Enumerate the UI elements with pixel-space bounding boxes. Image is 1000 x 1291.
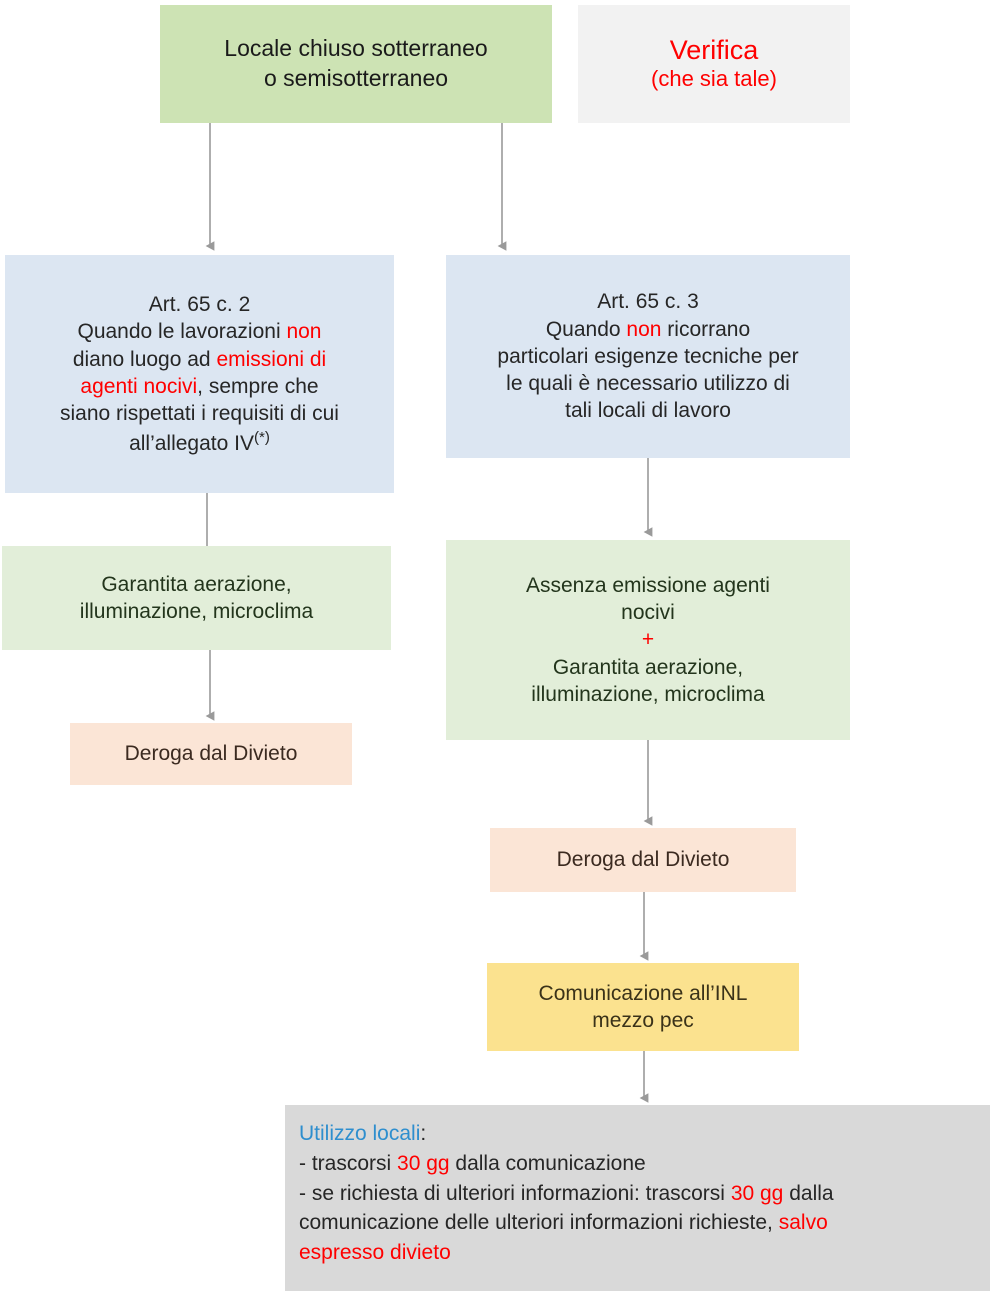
node-line: tali locali di lavoro [565, 399, 731, 423]
node-line: - se richiesta di ulteriori informazioni… [299, 1179, 978, 1209]
node-line: Deroga dal Divieto [556, 848, 730, 872]
text-fragment: comunicazione delle ulteriori informazio… [299, 1211, 779, 1235]
node-line: agenti nocivi, sempre che [80, 373, 318, 400]
node-line: o semisotterraneo [263, 65, 449, 91]
node-line: Locale chiuso sotterraneo [224, 35, 488, 62]
node-line: mezzo pec [592, 1009, 694, 1032]
text-fragment: : [420, 1122, 427, 1145]
text-highlight: 30 gg [397, 1151, 450, 1175]
node-locale-chiuso-sotterraneo: Locale chiuso sotterraneo o semisotterra… [160, 5, 552, 123]
node-art-65-c-2: Art. 65 c. 2 Quando le lavorazioni non d… [5, 255, 394, 493]
node-line: illuminazione, microclima [531, 682, 765, 706]
node-line: Comunicazione all’INL [538, 981, 748, 1005]
node-utilizzo-locali: Utilizzo locali: - trascorsi 30 gg dalla… [285, 1105, 990, 1291]
text-highlight: Utilizzo locali [299, 1122, 421, 1145]
node-comunicazione-inl: Comunicazione all’INL mezzo pec [487, 963, 799, 1051]
node-line: Quando le lavorazioni non [77, 318, 321, 345]
node-subtitle: (che sia tale) [651, 66, 777, 92]
text-highlight: salvo [778, 1211, 828, 1235]
node-garantita-aerazione-left: Garantita aerazione, illuminazione, micr… [2, 546, 391, 650]
footnote-marker: (*) [253, 428, 270, 446]
text-highlight: non [626, 317, 662, 341]
text-fragment: - trascorsi [299, 1151, 398, 1175]
node-line: espresso divieto [299, 1241, 451, 1265]
node-deroga-dal-divieto-left: Deroga dal Divieto [70, 723, 352, 785]
node-line: illuminazione, microclima [79, 600, 314, 623]
text-highlight: non [286, 320, 322, 344]
node-line: Assenza emissione agenti [526, 573, 770, 597]
text-fragment: - se richiesta di ulteriori informazioni… [299, 1181, 731, 1205]
node-title: Verifica [669, 35, 759, 66]
node-line: Deroga dal Divieto [124, 742, 298, 766]
node-line: siano rispettati i requisiti di cui [60, 402, 339, 426]
text-fragment: , sempre che [197, 375, 319, 398]
node-line: - trascorsi 30 gg dalla comunicazione [299, 1149, 978, 1179]
text-fragment: diano luogo ad [72, 347, 217, 371]
text-fragment: all’allegato IV [129, 431, 254, 455]
node-line: all’allegato IV(*) [129, 428, 270, 457]
node-heading: Art. 65 c. 3 [597, 290, 699, 314]
text-fragment: Quando [545, 317, 627, 341]
node-heading: Art. 65 c. 2 [148, 293, 251, 317]
text-fragment: dalla comunicazione [449, 1151, 646, 1175]
node-line: Garantita aerazione, [552, 655, 744, 679]
node-assenza-emissione-agenti-nocivi: Assenza emissione agenti nocivi + Garant… [446, 540, 850, 740]
text-fragment: ricorrano [661, 317, 751, 341]
plus-symbol: + [641, 628, 655, 652]
text-fragment: Quando le lavorazioni [77, 320, 287, 344]
text-highlight: 30 gg [730, 1181, 784, 1205]
node-verifica: Verifica (che sia tale) [578, 5, 850, 123]
node-art-65-c-3: Art. 65 c. 3 Quando non ricorrano partic… [446, 255, 850, 458]
node-line: diano luogo ad emissioni di [73, 346, 326, 373]
text-highlight: emissioni di [216, 347, 327, 371]
node-deroga-dal-divieto-right: Deroga dal Divieto [490, 828, 796, 892]
node-line: particolari esigenze tecniche per [497, 344, 799, 368]
text-fragment: dalla [783, 1181, 834, 1205]
node-line: comunicazione delle ulteriori informazio… [299, 1208, 978, 1238]
node-line: le quali è necessario utilizzo di [506, 372, 790, 396]
node-line: Garantita aerazione, [101, 572, 292, 596]
text-highlight: agenti nocivi [80, 375, 198, 398]
node-line: Quando non ricorrano [546, 316, 750, 343]
node-line: nocivi [621, 601, 675, 625]
node-heading: Utilizzo locali: [299, 1119, 978, 1149]
